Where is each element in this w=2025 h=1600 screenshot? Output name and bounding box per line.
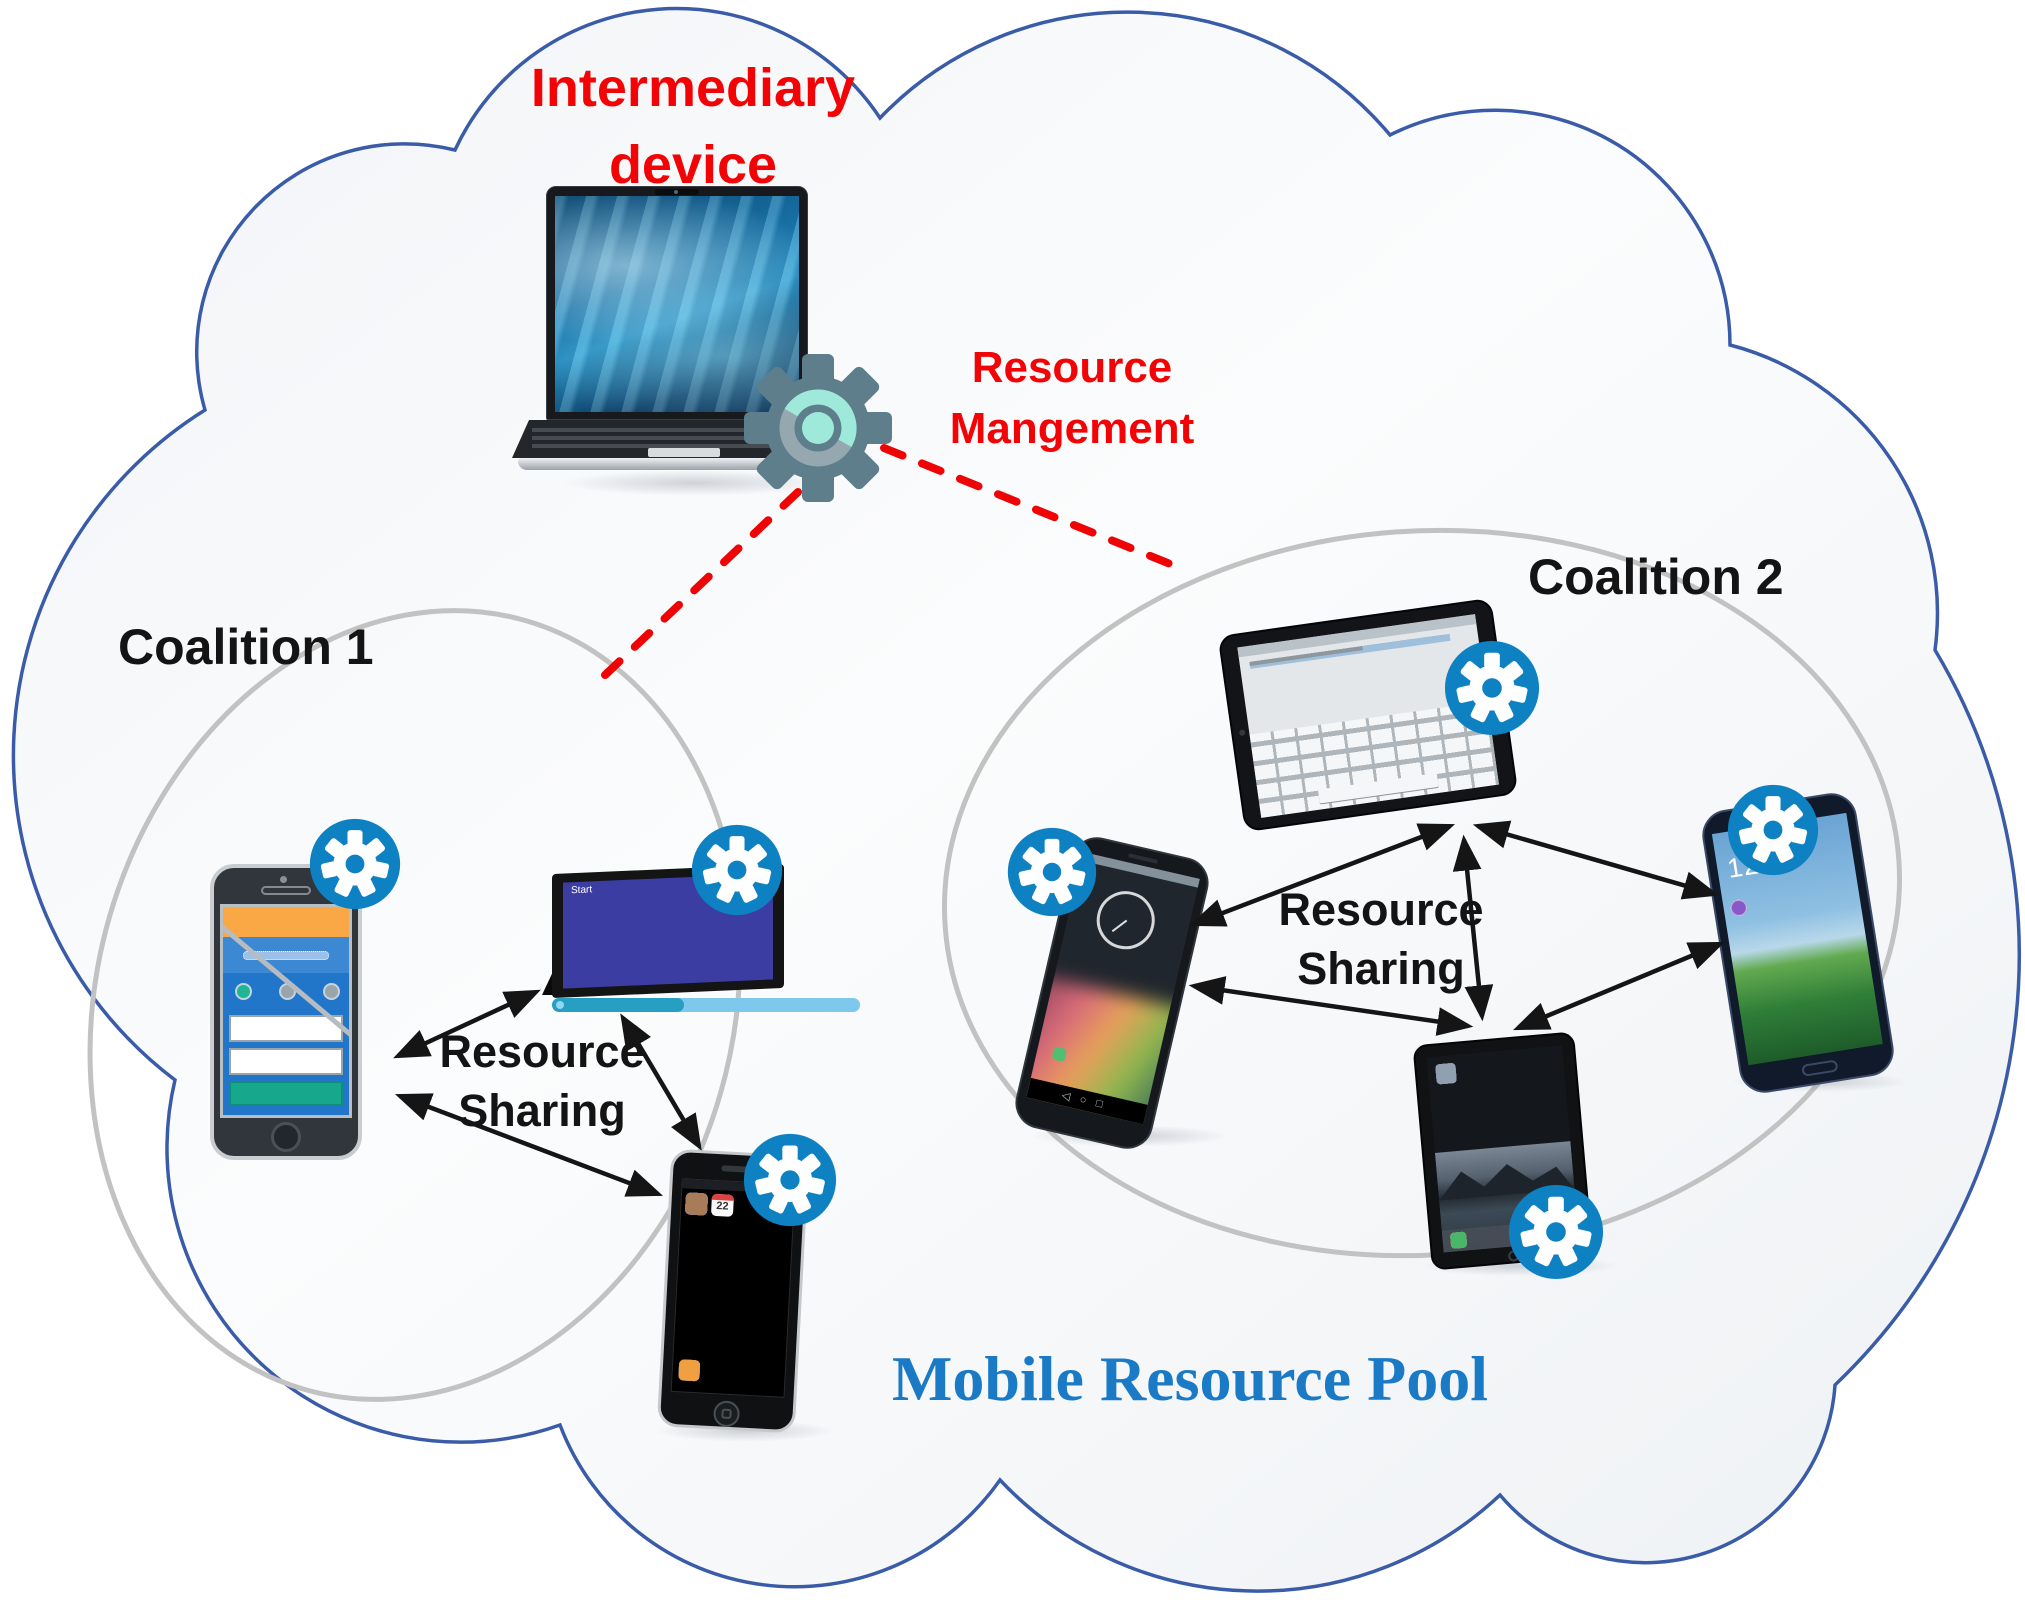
email-tablet [1217,597,1519,833]
management-line1: Resource [971,343,1173,392]
surface-screen: Start [552,863,784,999]
earpiece-icon [1127,853,1159,864]
title-line2: device [608,134,778,195]
management-line2: Mangement [949,403,1195,453]
intermediary-laptop [512,186,852,496]
form-button [229,1081,343,1106]
sharing1-line1: Resource [439,1026,645,1077]
calendar-day: 22 [715,1200,729,1213]
balloons-wallpaper [1729,890,1806,917]
camera-dot-icon [280,876,287,883]
app-grid [684,1192,790,1216]
form-field [229,1015,343,1042]
laptop-screen [546,186,808,420]
status-dot-gray [323,983,340,1000]
ipad-tablet [1412,1031,1594,1271]
nexus-screen: ◁○□ [1026,851,1200,1125]
iphone: 22 [656,1148,810,1434]
coalition-1-label: Coalition 1 [118,619,374,675]
calendar-app-icon: 22 [710,1193,735,1217]
resource-sharing-label-coalition1: Resource Sharing [342,1022,742,1141]
form-field [229,1048,343,1075]
laptop-trackpad [648,448,720,457]
resource-management-label: Resource Mangement [872,338,1272,459]
ipad-screen [1426,1045,1580,1253]
status-bar [682,1179,795,1195]
app-grid [1435,1054,1555,1085]
speaker-icon [721,1165,758,1174]
keyboard-cover-dark [552,998,684,1012]
home-button [712,1400,741,1428]
surface-tablet: Start [540,855,870,1025]
home-button [1507,1250,1520,1262]
sharing2-line2: Sharing [1297,943,1465,995]
intermediary-device-title: Intermediary device [418,50,968,203]
laptop-front-edge [518,458,846,470]
dock-row [678,1359,781,1382]
coalition-2-label: Coalition 2 [1528,549,1784,605]
email-tablet-screen [1237,614,1499,818]
status-dot-green [235,983,252,1000]
laptop-display [555,196,799,412]
iphone-screen: 22 [670,1178,796,1398]
home-button [271,1122,301,1152]
android-phone-screen [220,904,352,1118]
sharing1-line2: Sharing [458,1085,626,1137]
management-link-coalition2 [880,444,1184,572]
app-header-bar [223,907,349,937]
laptop-keyboard [532,424,832,448]
resource-sharing-label-coalition2: Resource Sharing [1181,880,1581,999]
tile-grid [571,894,767,983]
onscreen-keyboard [1249,701,1499,818]
title-line1: Intermediary [530,58,856,118]
galaxy-phone: Life companion 12:45 [1698,789,1898,1097]
galaxy-screen: Life companion 12:45 [1711,812,1883,1066]
keyboard-dot [556,1001,564,1009]
android-phone [210,864,362,1160]
camera-dot-icon [1238,729,1246,737]
sharing2-line1: Resource [1278,884,1484,935]
start-label: Start [571,884,593,897]
speaker-icon [261,886,311,895]
management-link-coalition1 [600,488,802,680]
start-screen: Start [563,873,773,989]
mobile-resource-pool-title: Mobile Resource Pool [891,1343,1489,1414]
home-button [1801,1059,1839,1077]
